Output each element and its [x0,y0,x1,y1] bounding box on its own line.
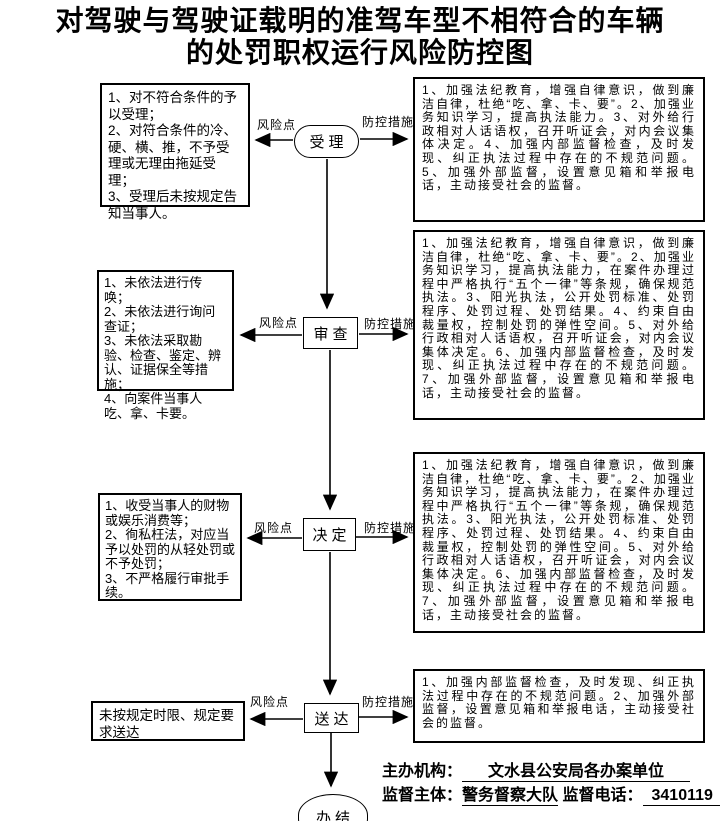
node-songda-label: 送达 [314,710,353,728]
supervisor-value: 警务督察大队 [462,787,559,806]
phone-value: 3410119 [642,786,720,806]
node-songda: 送达 [304,703,359,733]
control-measure-label-1: 防控措施 [362,115,415,129]
control-measure-label-2: 防控措施 [364,317,417,331]
phone-label: 监督电话： [562,787,643,804]
risk-point-label-2: 风险点 [259,316,299,330]
risk-point-label-3: 风险点 [254,521,294,535]
measure-text-jueding: 1、加强法纪教育，增强自律意识，做到廉洁自律，杜绝“吃、拿、卡、要”。2、加强业… [422,458,696,622]
page-title-line1: 对驾驶与驾驶证载明的准驾车型不相符合的车辆 [55,6,665,37]
measure-text-songda: 1、加强内部监督检查，及时发现、纠正执法过程中存在的不规范问题。2、加强外部监督… [422,675,696,730]
node-banjie-label: 办结 [315,809,354,821]
risk-box-jueding: 1、收受当事人的财物或娱乐消费等； 2、徇私枉法，对应当予以处罚的从轻处罚或不予… [98,493,242,601]
node-banjie: 办结 [298,794,368,821]
measure-box-shouli: 1、加强法纪教育，增强自律意识，做到廉洁自律，杜绝“吃、拿、卡、要”。2、加强业… [413,77,705,222]
measure-box-jueding: 1、加强法纪教育，增强自律意识，做到廉洁自律，杜绝“吃、拿、卡、要”。2、加强业… [413,452,705,633]
measure-box-shencha: 1、加强法纪教育，增强自律意识，做到廉洁自律，杜绝“吃、拿、卡、要”。2、加强业… [413,230,705,420]
footer-org-line: 主办机构：文水县公安局各办案单位 [382,757,691,782]
risk-text-jueding: 1、收受当事人的财物或娱乐消费等； 2、徇私枉法，对应当予以处罚的从轻处罚或不予… [105,498,236,600]
control-measure-label-4: 防控措施 [362,695,415,709]
footer-supervision-line: 监督主体：警务督察大队 监督电话：3410119 [382,781,720,806]
risk-text-songda: 未按规定时限、规定要求送达 [99,708,234,740]
risk-point-label-4: 风险点 [250,695,290,709]
risk-box-shouli: 1、对不符合条件的予以受理； 2、对符合条件的冷、硬、横、推，不予受理或无理由拖… [100,83,250,221]
node-shouli-label: 受理 [309,134,348,151]
page-title-line2: 的处罚职权运行风险防控图 [185,38,534,69]
risk-text-shouli: 1、对不符合条件的予以受理； 2、对符合条件的冷、硬、横、推，不予受理或无理由拖… [108,90,238,221]
measure-box-songda: 1、加强内部监督检查，及时发现、纠正执法过程中存在的不规范问题。2、加强外部监督… [413,669,705,743]
supervisor-label: 监督主体： [382,787,463,804]
risk-text-shencha: 1、未依法进行传唤； 2、未依法进行询问查证； 3、未依法采取勘验、检查、鉴定、… [104,275,222,421]
page-title: 对驾驶与驾驶证载明的准驾车型不相符合的车辆的处罚职权运行风险防控图 [0,6,720,70]
measure-text-shencha: 1、加强法纪教育，增强自律意识，做到廉洁自律，杜绝“吃、拿、卡、要”。2、加强业… [422,236,696,400]
node-shouli: 受理 [294,125,359,158]
risk-box-songda: 未按规定时限、规定要求送达 [91,701,245,741]
risk-point-label-1: 风险点 [257,118,297,132]
node-jueding-label: 决定 [312,527,351,544]
measure-text-shouli: 1、加强法纪教育，增强自律意识，做到廉洁自律，杜绝“吃、拿、卡、要”。2、加强业… [422,83,696,193]
org-value: 文水县公安局各办案单位 [462,762,691,782]
org-label: 主办机构： [382,763,463,780]
node-jueding: 决定 [303,518,356,551]
control-measure-label-3: 防控措施 [364,521,417,535]
node-shencha-label: 审查 [313,325,352,343]
node-shencha: 审查 [303,317,358,349]
risk-box-shencha: 1、未依法进行传唤； 2、未依法进行询问查证； 3、未依法采取勘验、检查、鉴定、… [97,270,234,420]
